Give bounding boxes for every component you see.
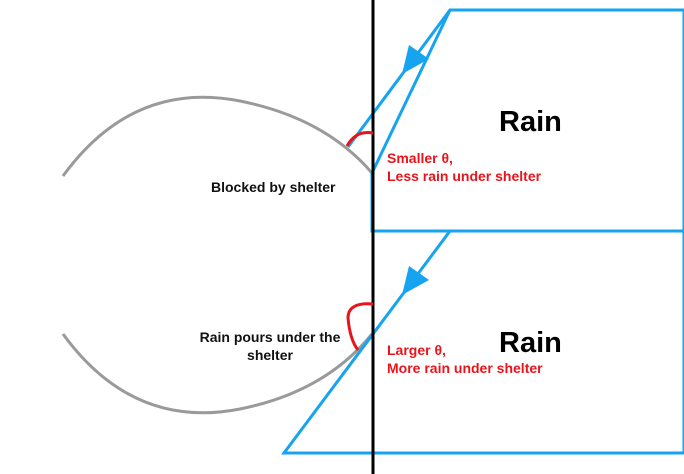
rain-direction-arrow-bottom-icon xyxy=(402,266,429,295)
rain-direction-line-top xyxy=(346,9,452,148)
smaller-angle-line-2: Less rain under shelter xyxy=(387,168,542,185)
rain-region-bottom xyxy=(281,229,684,455)
angle-arc-small xyxy=(345,131,374,147)
shelter-upper-arc xyxy=(61,95,374,177)
rain-pours-line-1: Rain pours under the xyxy=(199,329,341,345)
angle-arc-large xyxy=(346,302,374,351)
larger-angle-label: Larger θ, More rain under shelter xyxy=(387,341,577,377)
rain-pours-label: Rain pours under the shelter xyxy=(190,328,350,364)
larger-angle-line-1: Larger θ, xyxy=(387,342,446,358)
larger-angle-line-2: More rain under shelter xyxy=(387,360,543,377)
rain-direction-arrow-top-icon xyxy=(402,45,429,74)
rain-label-bottom: Rain xyxy=(499,327,562,359)
smaller-angle-label: Smaller θ, Less rain under shelter xyxy=(387,149,577,185)
blocked-by-shelter-label: Blocked by shelter xyxy=(211,179,336,195)
shelter-lower-arc xyxy=(61,333,374,415)
rain-label-top: Rain xyxy=(499,106,562,138)
smaller-angle-line-1: Smaller θ, xyxy=(387,150,453,166)
rain-pours-line-2: shelter xyxy=(247,347,293,364)
